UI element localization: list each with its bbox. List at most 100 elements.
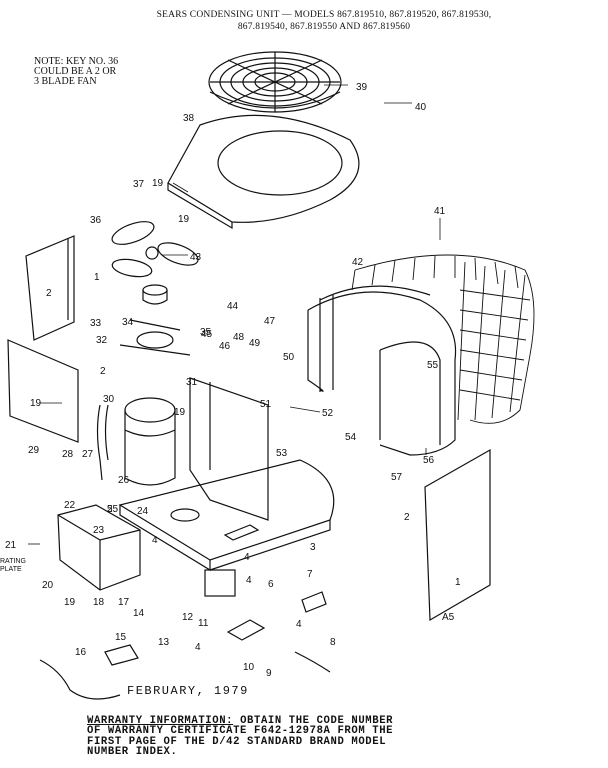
callout-24: 24 [137,506,149,517]
callout-2c: 2 [404,512,410,523]
callout-45: 45 [201,329,213,340]
callout-9: 9 [266,668,272,679]
callout-3: 3 [310,542,316,553]
capacitor [204,569,236,597]
fan-blade [111,221,199,278]
compressor [96,397,176,486]
note-line-1: NOTE: KEY NO. 36 [34,56,119,67]
terminal-block [104,644,139,666]
callout-4c: 4 [246,575,252,586]
callout-13: 13 [158,637,170,648]
callout-43: 43 [190,252,202,263]
callout-14: 14 [133,608,145,619]
wire-harness [39,659,121,700]
contactor [226,619,266,641]
callout-50: 50 [283,352,295,363]
callout-37: 37 [133,179,145,190]
rating-plate-label: RATING PLATE [0,558,26,574]
callout-21: 21 [5,540,17,551]
callout-31: 31 [186,377,198,388]
callout-2a: 2 [46,288,52,299]
callout-16: 16 [75,647,87,658]
callout-49: 49 [249,338,261,349]
warranty-line-2: OF WARRANTY CERTIFICATE F642-12978A FROM… [87,725,394,738]
callout-4e: 4 [296,619,302,630]
diagram-title-line-2: 867.819540, 867.819550 AND 867.819560 [237,22,411,32]
callout-32: 32 [96,335,108,346]
condenser-coil [307,285,457,456]
callout-23: 23 [93,525,105,536]
callout-19d: 19 [64,597,76,608]
warranty-line-1: OBTAIN THE CODE NUMBER [233,715,394,727]
callout-41: 41 [434,206,446,217]
callout-33: 33 [90,318,102,329]
warranty-heading: WARRANTY INFORMATION: [87,715,234,727]
rating-plate-line-2: PLATE [0,566,22,573]
callout-55: 55 [427,360,439,371]
callout-42: 42 [352,257,364,268]
callout-57: 57 [391,472,403,483]
callout-10: 10 [243,662,255,673]
callout-25: 25 [107,504,119,515]
callout-44: 44 [227,301,239,312]
side-panel [25,235,75,341]
callout-39: 39 [356,82,368,93]
callout-22: 22 [64,500,76,511]
callout-8: 8 [330,637,336,648]
callout-4b: 4 [244,552,250,563]
callout-19c: 19 [30,398,42,409]
callout-20: 20 [42,580,54,591]
base-pan [118,459,335,572]
callout-6: 6 [268,579,274,590]
callout-1a: 1 [94,272,100,283]
callout-12: 12 [182,612,194,623]
corner-panel [424,448,491,622]
callout-30: 30 [103,394,115,405]
diagram-title-line-1: SEARS CONDENSING UNIT — MODELS 867.81951… [156,10,492,20]
callout-1: 1 [455,577,461,588]
callout-4d: 4 [195,642,201,653]
callout-19a: 19 [152,178,164,189]
warranty-information: WARRANTY INFORMATION: OBTAIN THE CODE NU… [87,716,527,758]
callout-38: 38 [183,113,195,124]
callout-40: 40 [415,102,427,113]
rating-plate-line-1: RATING [0,558,26,565]
callout-7: 7 [307,569,313,580]
callout-46: 46 [219,341,231,352]
callout-19b: 19 [178,214,190,225]
leader-lines [28,84,441,545]
warranty-line-4: NUMBER INDEX. [87,746,178,759]
callout-54: 54 [345,432,357,443]
center-partition [189,377,269,521]
callout-4a: 4 [152,535,158,546]
callout-51: 51 [260,399,272,410]
publication-date: FEBRUARY, 1979 [127,684,249,698]
callout-18: 18 [93,597,105,608]
callout-5: 5 [107,504,113,515]
control-box [57,504,141,591]
callout-26: 26 [118,475,130,486]
coil-guard [351,254,535,424]
callout-2b: 2 [100,366,106,377]
callout-48: 48 [233,332,245,343]
defrost-thermostat [301,591,327,613]
callout-29: 29 [28,445,40,456]
callout-15: 15 [115,632,127,643]
note-line-2: COULD BE A 2 OR [34,66,117,77]
fan-guard-grille [208,51,342,113]
callout-35: 35 [200,327,212,338]
sensing-bulb [294,651,331,673]
warranty-line-3: FIRST PAGE OF THE D/42 STANDARD BRAND MO… [87,735,387,748]
callout-56: 56 [423,455,435,466]
top-panel [167,114,360,230]
access-panel [7,339,79,443]
callout-34: 34 [122,317,134,328]
callout-53: 53 [276,448,288,459]
callout-36: 36 [90,215,102,226]
callout-28: 28 [62,449,74,460]
callout-47: 47 [264,316,276,327]
callout-27: 27 [82,449,94,460]
fan-motor [119,284,191,356]
sheet-number: A5 [442,612,455,623]
